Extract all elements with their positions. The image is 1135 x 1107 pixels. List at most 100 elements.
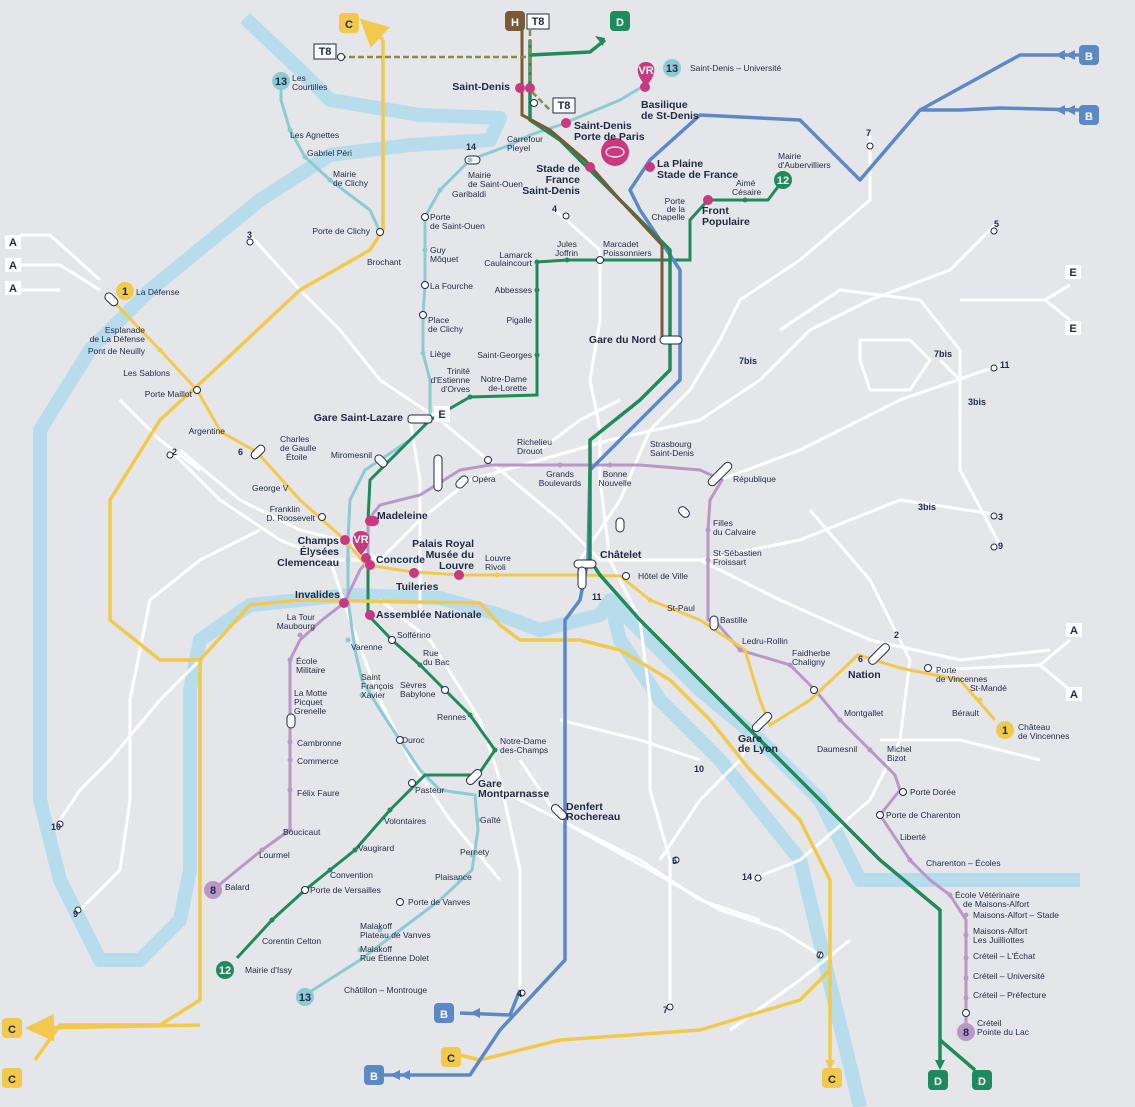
svg-text:Gare du Nord: Gare du Nord: [589, 334, 656, 346]
svg-text:Picquet: Picquet: [294, 697, 323, 707]
svg-text:Joffrin: Joffrin: [555, 248, 578, 258]
svg-text:5: 5: [672, 856, 677, 866]
svg-text:Convention: Convention: [330, 870, 373, 880]
svg-text:Varenne: Varenne: [351, 642, 383, 652]
svg-text:Môquet: Môquet: [430, 254, 459, 264]
badge-b-bottom2: B: [364, 1065, 384, 1085]
svg-text:du Bac: du Bac: [423, 657, 450, 667]
badge-8-left: 8: [204, 881, 222, 899]
svg-text:Duroc: Duroc: [402, 735, 425, 745]
svg-text:Argentine: Argentine: [189, 426, 226, 436]
svg-text:Rennes: Rennes: [437, 712, 466, 722]
svg-text:de-Lorette: de-Lorette: [488, 383, 527, 393]
svg-text:Gare Saint-Lazare: Gare Saint-Lazare: [314, 412, 403, 424]
badge-t8-mid: T8: [552, 97, 576, 114]
line-h: [520, 30, 664, 340]
svg-text:H: H: [511, 17, 519, 29]
badge-t8-left: T8: [313, 43, 337, 60]
svg-text:École Vétérinaire: École Vétérinaire: [955, 890, 1020, 900]
svg-text:Nation: Nation: [848, 669, 881, 681]
svg-text:Franklin: Franklin: [270, 504, 301, 514]
badge-1-bottom: 1: [996, 721, 1014, 739]
badge-8-right: 8: [957, 1023, 975, 1041]
svg-text:Gaîté: Gaîté: [480, 815, 501, 825]
svg-text:Pointe du Lac: Pointe du Lac: [977, 1027, 1030, 1037]
badge-vr-top: VR: [637, 62, 655, 86]
svg-text:Saint-Denis: Saint-Denis: [522, 185, 580, 197]
badge-t8-top: T8: [526, 13, 550, 30]
svg-text:Madeleine: Madeleine: [377, 510, 428, 522]
svg-text:d'Orves: d'Orves: [441, 384, 470, 394]
rer-badges: C H T8 D B B A A A E E A A T8 T8 E B B C…: [2, 11, 1099, 1090]
svg-text:Palais Royal: Palais Royal: [412, 538, 474, 550]
svg-text:Maisons-Alfort – Stade: Maisons-Alfort – Stade: [973, 910, 1059, 920]
svg-text:Gare: Gare: [478, 778, 502, 790]
svg-text:de Gaulle: de Gaulle: [280, 443, 317, 453]
badge-12-bottom: 12: [216, 961, 234, 979]
svg-text:C: C: [345, 19, 353, 31]
svg-text:Porte: Porte: [665, 196, 686, 206]
svg-text:T8: T8: [532, 16, 545, 28]
svg-text:Lamarck: Lamarck: [499, 250, 532, 260]
svg-text:Mairie d'Issy: Mairie d'Issy: [245, 965, 293, 975]
svg-text:Caulaincourt: Caulaincourt: [484, 258, 532, 268]
svg-text:E: E: [1069, 323, 1076, 335]
svg-text:des-Champs: des-Champs: [500, 745, 548, 755]
svg-text:de St-Denis: de St-Denis: [641, 110, 699, 122]
svg-text:Bizot: Bizot: [887, 753, 907, 763]
svg-text:Tuileries: Tuileries: [396, 581, 439, 593]
tram-t8: [340, 30, 551, 111]
svg-text:Gabriel Péri: Gabriel Péri: [307, 148, 352, 158]
svg-text:A: A: [9, 260, 17, 272]
svg-text:3: 3: [998, 512, 1003, 522]
svg-text:A: A: [1070, 625, 1078, 637]
svg-text:Concorde: Concorde: [376, 554, 425, 566]
svg-text:François: François: [361, 681, 394, 691]
svg-text:Stade de: Stade de: [536, 163, 580, 175]
badge-a-left2: A: [5, 258, 21, 272]
svg-text:Courtilles: Courtilles: [292, 82, 327, 92]
line-13-dots: [287, 127, 513, 953]
svg-text:de La Défense: de La Défense: [90, 334, 146, 344]
svg-text:Cambronne: Cambronne: [297, 738, 342, 748]
svg-text:Vaugirard: Vaugirard: [358, 843, 394, 853]
badge-d-bottom1: D: [928, 1070, 948, 1090]
svg-text:Pleyel: Pleyel: [507, 143, 530, 153]
svg-text:Louvre: Louvre: [439, 560, 474, 572]
svg-text:de Vincennes: de Vincennes: [1018, 731, 1069, 741]
badge-a-left3: A: [5, 281, 21, 295]
svg-text:10: 10: [51, 822, 61, 832]
svg-text:Invalides: Invalides: [295, 589, 340, 601]
svg-text:9: 9: [73, 909, 78, 919]
svg-text:Créteil – Préfecture: Créteil – Préfecture: [973, 990, 1046, 1000]
svg-text:Commerce: Commerce: [297, 756, 339, 766]
svg-text:Félix Faure: Félix Faure: [297, 788, 340, 798]
badge-e-center: E: [434, 406, 450, 422]
svg-text:7: 7: [663, 1005, 668, 1015]
svg-text:Militaire: Militaire: [296, 665, 326, 675]
svg-text:A: A: [9, 283, 17, 295]
svg-text:8: 8: [210, 885, 216, 897]
svg-text:3bis: 3bis: [918, 502, 936, 512]
svg-text:École: École: [296, 656, 318, 666]
svg-text:Jules: Jules: [557, 239, 577, 249]
badge-b-right1: B: [1079, 45, 1099, 65]
svg-text:T8: T8: [558, 100, 571, 112]
svg-text:4: 4: [517, 989, 522, 999]
svg-text:Porte de Vanves: Porte de Vanves: [408, 897, 470, 907]
badge-c-left2: C: [2, 1068, 22, 1088]
svg-text:A: A: [1070, 689, 1078, 701]
rer-c: [26, 18, 832, 1070]
svg-text:Charenton – Écoles: Charenton – Écoles: [926, 858, 1001, 868]
svg-text:Saint-Denis: Saint-Denis: [650, 448, 694, 458]
svg-text:Chaligny: Chaligny: [792, 657, 826, 667]
svg-text:La Plaine: La Plaine: [657, 158, 703, 170]
svg-text:Saint-Denis: Saint-Denis: [452, 81, 510, 93]
svg-text:Les Juilliottes: Les Juilliottes: [973, 935, 1024, 945]
badge-d-top: D: [610, 11, 630, 31]
svg-text:D. Roosevelt: D. Roosevelt: [266, 513, 315, 523]
svg-text:Daumesnil: Daumesnil: [817, 744, 857, 754]
svg-text:7bis: 7bis: [739, 356, 757, 366]
svg-text:de Vincennes: de Vincennes: [936, 674, 987, 684]
major-station-labels: Saint-Denis Basilique de St-Denis Saint-…: [277, 81, 881, 823]
